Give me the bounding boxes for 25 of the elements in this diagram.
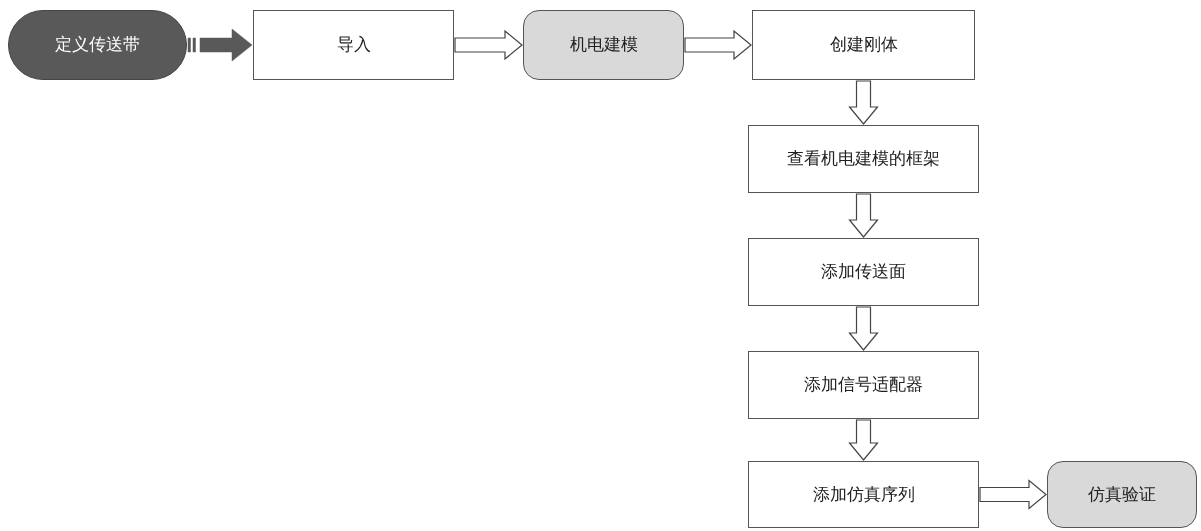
node-label: 添加信号适配器 — [804, 373, 923, 397]
node-label: 创建刚体 — [829, 33, 898, 57]
node-label: 查看机电建模的框架 — [787, 147, 940, 171]
node-label: 定义传送带 — [55, 33, 140, 57]
block-arrow — [848, 193, 879, 238]
process-box — [253, 10, 454, 80]
rounded-process-box — [523, 10, 684, 80]
rounded-process-box — [1047, 461, 1197, 528]
process-box — [748, 351, 979, 419]
block-arrow — [684, 29, 752, 61]
block-arrow — [454, 29, 523, 61]
node-label: 导入 — [336, 33, 371, 57]
process-box — [748, 125, 979, 193]
process-box — [748, 461, 979, 528]
block-arrow — [848, 419, 879, 461]
node-label: 机电建模 — [569, 33, 638, 57]
block-arrow — [848, 80, 879, 125]
block-arrow — [979, 479, 1047, 510]
process-box — [748, 238, 979, 306]
block-arrow — [848, 306, 879, 351]
node-label: 仿真验证 — [1088, 482, 1156, 506]
block-arrow — [187, 28, 253, 62]
process-box — [752, 10, 975, 80]
node-label: 添加仿真序列 — [812, 482, 915, 506]
node-label: 添加传送面 — [821, 260, 906, 284]
